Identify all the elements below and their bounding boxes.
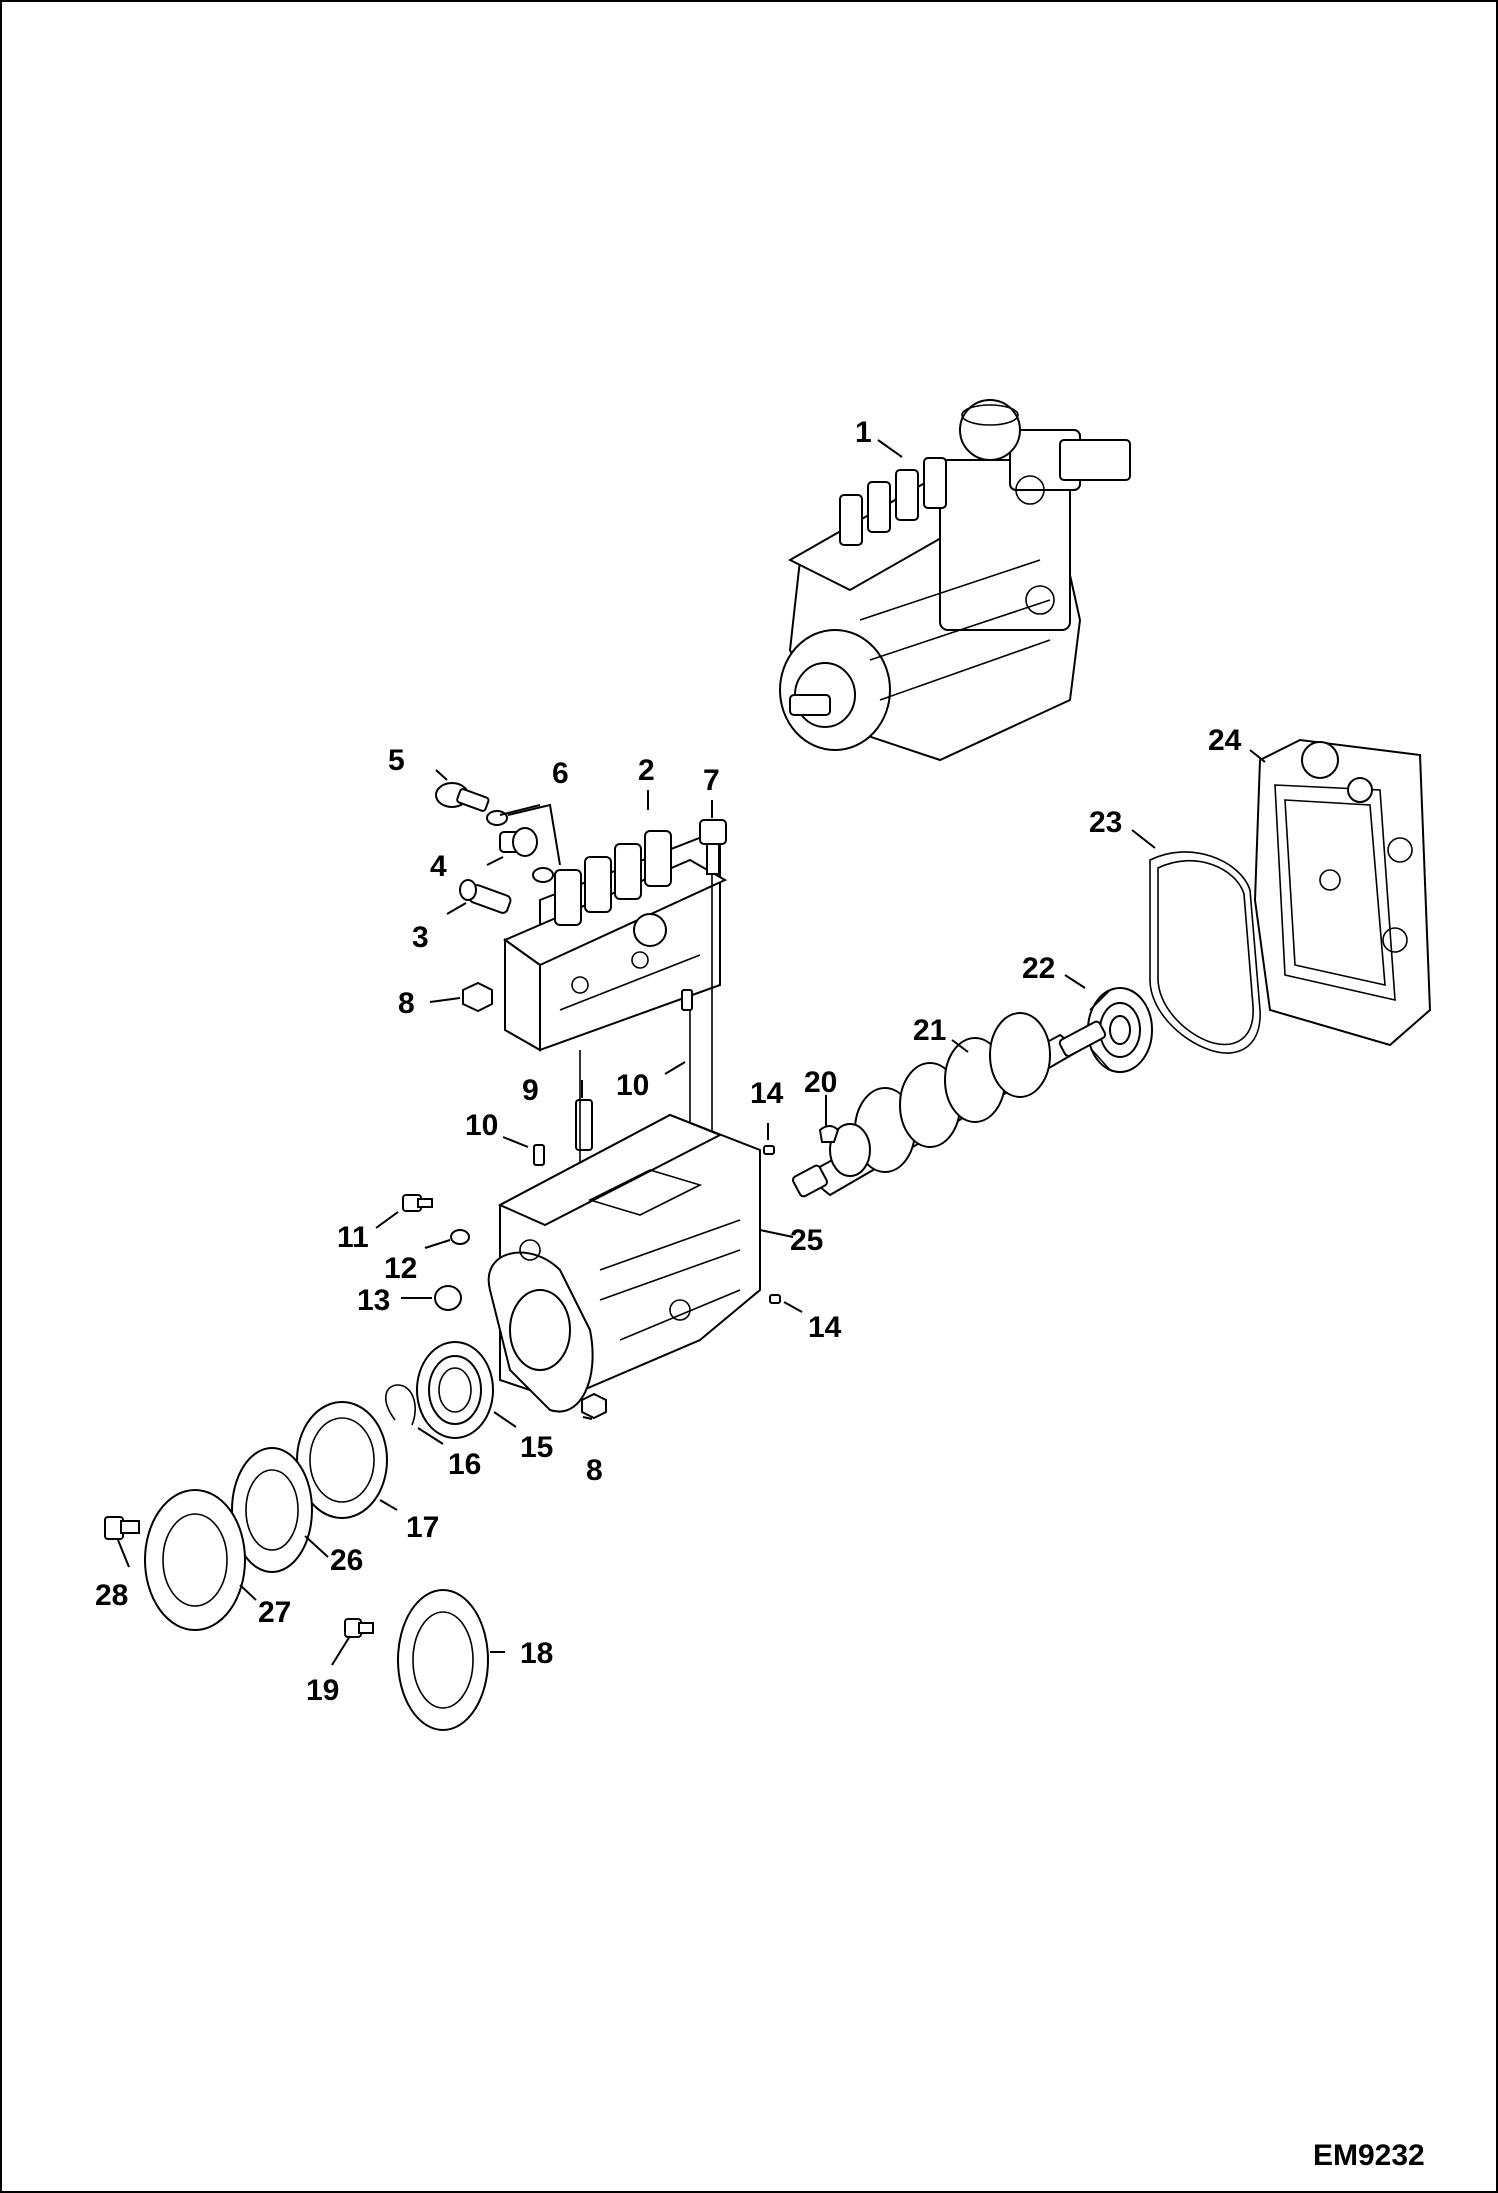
camshaft [792,1012,1107,1198]
delivery-valve [459,879,512,914]
pump-head-assembly [502,828,728,1052]
assembled-injection-pump [779,399,1131,762]
callout-2: 2 [638,754,655,787]
housing-gasket [1149,851,1261,1054]
callout-26: 26 [330,1544,363,1577]
callout-22: 22 [1022,952,1055,985]
callout-5: 5 [388,744,405,777]
snap-ring [385,1384,416,1426]
hex-nut [462,981,493,1013]
pin [763,1145,775,1155]
drive-flange [144,1489,246,1631]
hub-screw [344,1618,374,1638]
pump-body [487,1113,761,1413]
callout-13: 13 [357,1284,390,1317]
sealing-washer [532,867,554,883]
callout-17: 17 [406,1511,439,1544]
housing-gasket-inner [1157,859,1254,1046]
callout-8b: 8 [586,1454,603,1487]
pump-housing [1253,738,1432,1047]
banjo-bolt [435,782,490,812]
flange-plate [231,1447,313,1573]
callout-14b: 14 [808,1311,842,1344]
callout-16: 16 [448,1448,481,1481]
callout-18: 18 [520,1637,553,1670]
plug [434,1285,462,1311]
stud [575,1099,593,1151]
callout-27: 27 [258,1596,291,1629]
bearing [1087,987,1153,1073]
screw [402,1194,433,1212]
washer [450,1229,470,1245]
callout-labels: 1 2 3 4 5 6 7 8 8 9 10 10 11 12 13 14 14… [95,416,1242,1707]
callout-19: 19 [306,1674,339,1707]
dowel-pin [533,1144,545,1166]
callout-9: 9 [522,1074,539,1107]
callout-6: 6 [552,757,569,790]
drawing-code: EM9232 [1313,2139,1425,2172]
callout-12: 12 [384,1252,417,1285]
banjo-fitting [499,827,538,857]
hex-nut [581,1392,607,1420]
pin [769,1294,781,1304]
callout-10b: 10 [616,1069,649,1102]
callout-15: 15 [520,1431,553,1464]
drive-hub [397,1589,489,1731]
seal-ring [416,1341,494,1439]
woodruff-key [818,1125,840,1143]
callout-8a: 8 [398,987,415,1020]
callout-28: 28 [95,1579,128,1612]
callout-7: 7 [703,764,720,797]
callout-14a: 14 [750,1077,784,1110]
callout-3: 3 [412,921,429,954]
callout-24: 24 [1208,724,1242,757]
callout-21: 21 [913,1014,946,1047]
callout-25: 25 [790,1224,823,1257]
callout-20: 20 [804,1066,837,1099]
leader-lines [117,439,1266,1666]
flange-gasket [296,1401,388,1519]
dowel-pin [681,989,693,1011]
mounting-bolt [699,819,727,875]
callout-4: 4 [430,850,447,883]
callout-23: 23 [1089,806,1122,839]
callout-10a: 10 [465,1109,498,1142]
callout-1: 1 [855,416,872,449]
flange-bolt [104,1516,140,1540]
callout-11: 11 [337,1221,369,1254]
